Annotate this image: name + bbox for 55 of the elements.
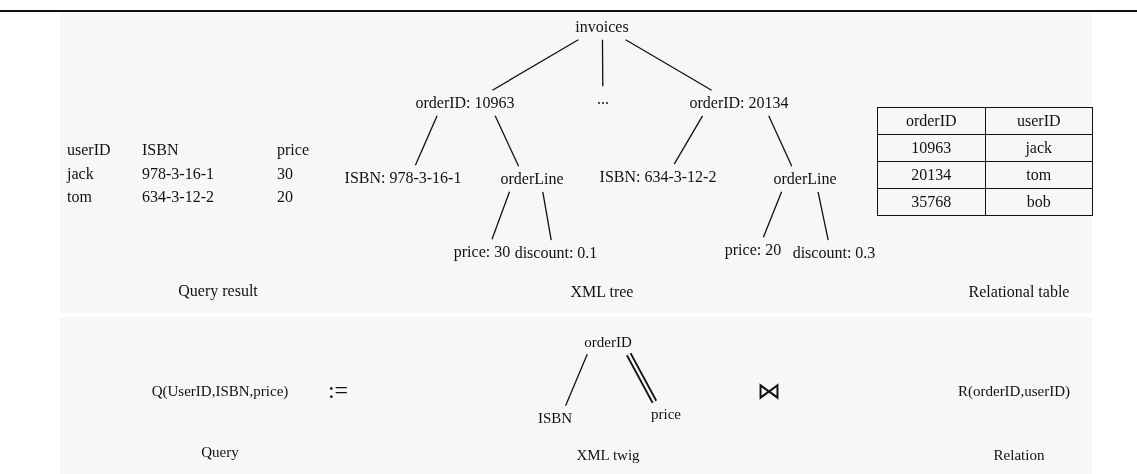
tree-node-label: ISBN: 978-3-16-1 bbox=[343, 165, 463, 191]
table-cell: 10963 bbox=[877, 134, 985, 162]
tree-node-label: invoices bbox=[574, 14, 630, 40]
table-cell: tom bbox=[67, 188, 92, 206]
tree-edge bbox=[494, 115, 520, 167]
tree-node-label: discount: 0.1 bbox=[513, 240, 599, 266]
caption: Relational table bbox=[968, 283, 1070, 301]
tree-node-label: orderID: 20134 bbox=[688, 90, 790, 116]
tree-node-label: price: 30 bbox=[452, 239, 512, 265]
tree-edge bbox=[564, 353, 588, 407]
tree-edge bbox=[625, 39, 713, 91]
tree-node-label: price bbox=[650, 401, 682, 427]
tree-edge bbox=[601, 39, 604, 87]
tree-node-label: ... bbox=[596, 86, 610, 112]
tree-edge bbox=[491, 39, 579, 91]
formula: R(orderID,userID) bbox=[958, 382, 1070, 400]
table-cell: bob bbox=[985, 188, 1093, 216]
table-cell: 20134 bbox=[877, 161, 985, 189]
tree-edge bbox=[542, 191, 552, 241]
table-cell: jack bbox=[985, 134, 1093, 162]
caption: Relation bbox=[993, 446, 1045, 464]
table-cell: orderID bbox=[877, 107, 985, 135]
table-cell: 634-3-12-2 bbox=[142, 188, 214, 206]
double-line bbox=[626, 352, 658, 404]
caption: XML tree bbox=[570, 283, 634, 301]
tree-node-label: orderID: 10963 bbox=[414, 90, 516, 116]
table-cell: userID bbox=[67, 141, 111, 159]
tree-node-label: orderLine bbox=[499, 166, 565, 192]
tree-node-label: price: 20 bbox=[723, 237, 783, 263]
tree-edge bbox=[673, 115, 704, 165]
table-cell: jack bbox=[67, 165, 94, 183]
tree-node-label: ISBN bbox=[536, 405, 574, 431]
tree-node-label: orderID bbox=[583, 329, 633, 355]
formula: Q(UserID,ISBN,price) bbox=[151, 382, 289, 400]
table-cell: userID bbox=[985, 107, 1093, 135]
tree-edge bbox=[491, 191, 511, 240]
caption: XML twig bbox=[576, 446, 640, 464]
caption: Query bbox=[201, 443, 239, 461]
table-cell: 20 bbox=[277, 188, 293, 206]
definition-symbol: := bbox=[327, 376, 349, 404]
tree-node-label: ISBN: 634-3-12-2 bbox=[598, 164, 718, 190]
tree-edge bbox=[414, 115, 438, 166]
join-symbol: ⋈ bbox=[757, 377, 781, 405]
table-cell: price bbox=[277, 141, 309, 159]
table-cell: ISBN bbox=[142, 141, 179, 159]
table-cell: tom bbox=[985, 161, 1093, 189]
table-cell: 978-3-16-1 bbox=[142, 165, 214, 183]
tree-edge bbox=[762, 191, 783, 238]
tree-node-label: discount: 0.3 bbox=[791, 240, 877, 266]
tree-node-label: orderLine bbox=[772, 166, 838, 192]
tree-edge bbox=[817, 191, 829, 241]
caption: Query result bbox=[178, 282, 258, 300]
table-cell: 30 bbox=[277, 165, 293, 183]
tree-edge bbox=[768, 115, 793, 167]
table-cell: 35768 bbox=[877, 188, 985, 216]
